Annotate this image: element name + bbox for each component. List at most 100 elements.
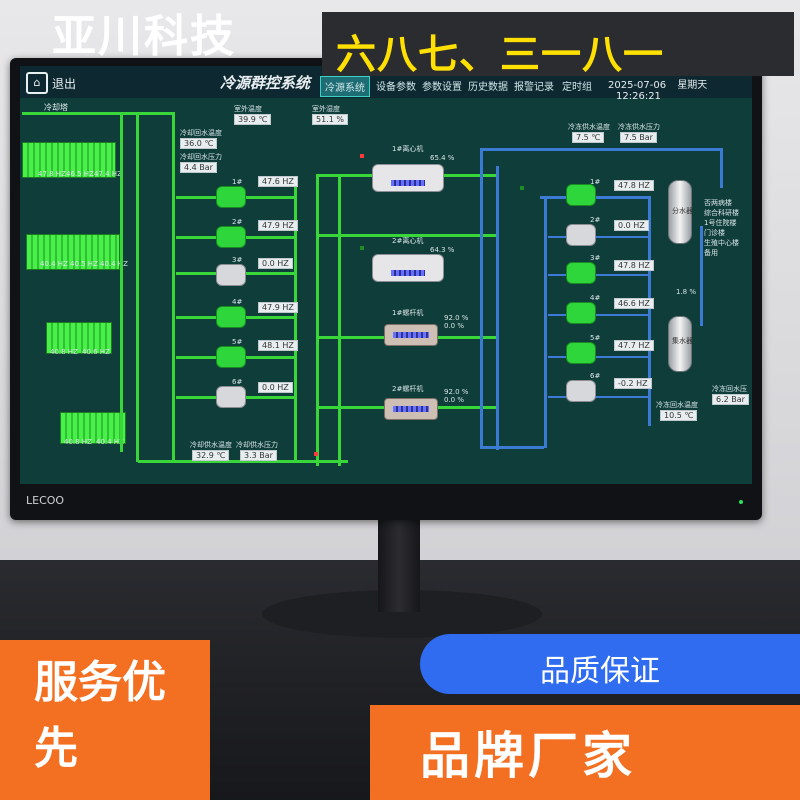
- cw-pump-2[interactable]: [216, 226, 246, 248]
- supply-header-vessel[interactable]: [668, 180, 692, 244]
- outlet-2: 综合科研楼: [704, 209, 739, 217]
- tab-schedule-group[interactable]: 定时组: [562, 82, 592, 93]
- cw-pump-5-freq: 48.1 HZ: [258, 340, 298, 351]
- chilled-pipe: [700, 226, 703, 326]
- screw-chiller-1[interactable]: [384, 324, 438, 346]
- bypass-value: 1.8 %: [676, 288, 697, 296]
- cw-pump-4-id: 4#: [232, 298, 243, 306]
- cooling-tower-group-2[interactable]: [26, 234, 120, 270]
- system-title: 冷源群控系统: [220, 74, 311, 92]
- cooling-pipe: [316, 176, 319, 466]
- cw-pump-4[interactable]: [216, 306, 246, 328]
- cw-return-temp-value: 36.0 ℃: [180, 138, 218, 149]
- cw-pump-6-id: 6#: [232, 378, 243, 386]
- cooling-tower-group-4[interactable]: [60, 412, 126, 444]
- chw-return-temp-label: 冷冻回水温度: [656, 401, 698, 409]
- chw-pump-2-id: 2#: [590, 216, 601, 224]
- chiller-1-name: 1#离心机: [392, 145, 424, 153]
- chw-pump-2[interactable]: [566, 224, 596, 246]
- outdoor-temp-value: 39.9 ℃: [234, 114, 272, 125]
- outlet-4: 门诊楼: [704, 229, 725, 237]
- cooling-pipe: [136, 112, 139, 462]
- return-header-vessel[interactable]: [668, 316, 692, 372]
- tab-history-data[interactable]: 历史数据: [468, 82, 508, 93]
- slogan-band: [322, 12, 794, 76]
- cw-pump-2-id: 2#: [232, 218, 243, 226]
- chw-pump-5[interactable]: [566, 342, 596, 364]
- datetime-display: 2025-07-06 星期天 12:26:21: [608, 76, 752, 102]
- valve-indicator[interactable]: [360, 154, 364, 158]
- chilled-pipe: [548, 356, 648, 358]
- cw-pump-6[interactable]: [216, 386, 246, 408]
- tower-2-freq-1: 40.4 HZ: [40, 260, 68, 268]
- cw-pump-3-freq: 0.0 HZ: [258, 258, 293, 269]
- chilled-pipe: [480, 148, 720, 151]
- tab-alarm-records[interactable]: 报警记录: [514, 82, 554, 93]
- cooling-tower-group-3[interactable]: [46, 322, 112, 354]
- tower-4-freq-1: 40.8 HZ: [64, 438, 92, 446]
- chw-pump-1[interactable]: [566, 184, 596, 206]
- valve-indicator[interactable]: [314, 452, 318, 456]
- chiller-coil-icon: [391, 270, 425, 276]
- chw-supply-pressure-label: 冷冻供水压力: [618, 123, 660, 131]
- cw-pump-1-id: 1#: [232, 178, 243, 186]
- cw-supply-pressure-value: 3.3 Bar: [240, 450, 277, 461]
- chilled-pipe: [548, 274, 648, 276]
- chw-pump-3-freq: 47.8 HZ: [614, 260, 654, 271]
- screw-chiller-1-name: 1#螺杆机: [392, 309, 424, 317]
- outlet-1: 否两病楼: [704, 199, 732, 207]
- cooling-tower-group-1[interactable]: [22, 142, 116, 178]
- cooling-pipe: [22, 112, 172, 115]
- monitor-stand-neck: [378, 512, 420, 612]
- chw-pump-3[interactable]: [566, 262, 596, 284]
- outdoor-temp-label: 室外温度: [234, 105, 262, 113]
- cw-pump-3[interactable]: [216, 264, 246, 286]
- centrifugal-chiller-2[interactable]: [372, 254, 444, 282]
- tower-1-freq-2: 46.5 HZ: [66, 170, 94, 178]
- outdoor-humidity-value: 51.1 %: [312, 114, 348, 125]
- time-text: 12:26:21: [616, 91, 661, 102]
- chw-supply-temp-value: 7.5 ℃: [572, 132, 605, 143]
- service-banner: [0, 640, 210, 800]
- tab-param-settings[interactable]: 参数设置: [422, 82, 462, 93]
- chw-pump-4-freq: 46.6 HZ: [614, 298, 654, 309]
- chw-pump-4[interactable]: [566, 302, 596, 324]
- chiller-2-load: 64.3 %: [430, 246, 455, 254]
- cw-supply-pressure-label: 冷却供水压力: [236, 441, 278, 449]
- supply-header-label: 分水器: [672, 207, 693, 215]
- chw-pump-6[interactable]: [566, 380, 596, 402]
- screw-chiller-2-name: 2#螺杆机: [392, 385, 424, 393]
- weekday-text: 星期天: [677, 80, 708, 91]
- screw-chiller-2[interactable]: [384, 398, 438, 420]
- tab-chiller-system[interactable]: 冷源系统: [320, 76, 370, 97]
- chiller-coil-icon: [393, 332, 429, 338]
- chiller-1-load: 65.4 %: [430, 154, 455, 162]
- quality-pill-text: 品质保证: [540, 654, 660, 689]
- chw-return-temp-value: 10.5 ℃: [660, 410, 698, 421]
- chilled-pipe: [548, 314, 648, 316]
- valve-indicator[interactable]: [360, 246, 364, 250]
- valve-indicator[interactable]: [520, 186, 524, 190]
- chiller-2-name: 2#离心机: [392, 237, 424, 245]
- chw-pump-3-id: 3#: [590, 254, 601, 262]
- chw-pump-1-freq: 47.8 HZ: [614, 180, 654, 191]
- cooling-pipe: [172, 112, 175, 462]
- cooling-tower-label: 冷却塔: [44, 103, 68, 112]
- tower-3-freq-1: 40.8 HZ: [50, 348, 78, 356]
- chiller-coil-icon: [391, 180, 425, 186]
- chilled-pipe: [648, 196, 651, 426]
- return-header-label: 集水器: [672, 337, 693, 345]
- tab-device-params[interactable]: 设备参数: [376, 82, 416, 93]
- cw-pump-1-freq: 47.6 HZ: [258, 176, 298, 187]
- centrifugal-chiller-1[interactable]: [372, 164, 444, 192]
- cw-pump-5[interactable]: [216, 346, 246, 368]
- exit-button[interactable]: 退出: [52, 77, 77, 91]
- chw-pump-2-freq: 0.0 HZ: [614, 220, 649, 231]
- chilled-pipe: [544, 196, 547, 448]
- cw-pump-1[interactable]: [216, 186, 246, 208]
- outdoor-humidity-label: 室外湿度: [312, 105, 340, 113]
- chw-pump-6-id: 6#: [590, 372, 601, 380]
- cw-supply-temp-label: 冷却供水温度: [190, 441, 232, 449]
- cooling-pipe: [294, 176, 297, 462]
- cw-pump-2-freq: 47.9 HZ: [258, 220, 298, 231]
